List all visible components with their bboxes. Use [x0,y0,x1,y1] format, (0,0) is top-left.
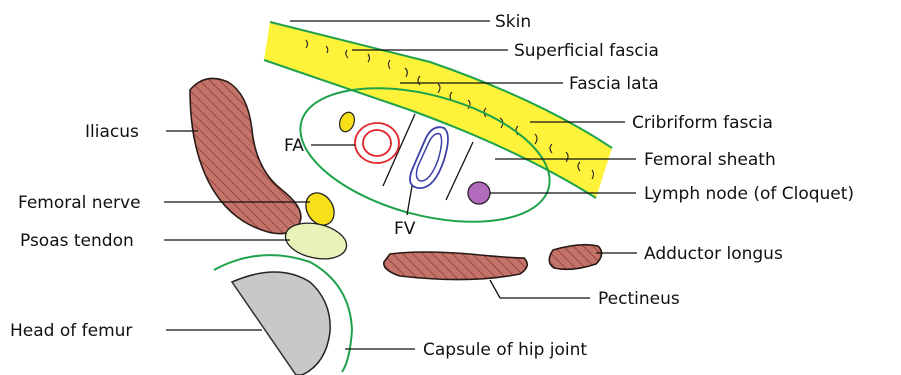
femoral-artery [355,123,399,163]
label-head-of-femur: Head of femur [10,321,132,341]
label-fascia-lata: Fascia lata [569,74,659,94]
label-capsule: Capsule of hip joint [423,340,587,360]
femur-head [232,272,330,375]
label-cribriform-fascia: Cribriform fascia [632,113,773,133]
label-femoral-sheath: Femoral sheath [644,150,776,170]
label-skin: Skin [495,12,531,32]
femoral-vein [410,127,448,188]
iliacus-muscle [190,78,301,233]
lymph-node [468,182,490,204]
pectineus-muscle [384,252,527,280]
label-lymph-node: Lymph node (of Cloquet) [644,184,854,204]
label-fa: FA [284,136,304,156]
label-pectineus: Pectineus [598,289,680,309]
label-iliacus: Iliacus [85,122,139,142]
label-psoas-tendon: Psoas tendon [20,231,134,251]
label-femoral-nerve: Femoral nerve [18,193,141,213]
adductor-longus-muscle [549,245,601,270]
small-nerve-branch [337,110,357,134]
label-fv: FV [394,219,416,239]
label-superficial-fascia: Superficial fascia [514,41,659,61]
label-adductor-longus: Adductor longus [644,244,783,264]
